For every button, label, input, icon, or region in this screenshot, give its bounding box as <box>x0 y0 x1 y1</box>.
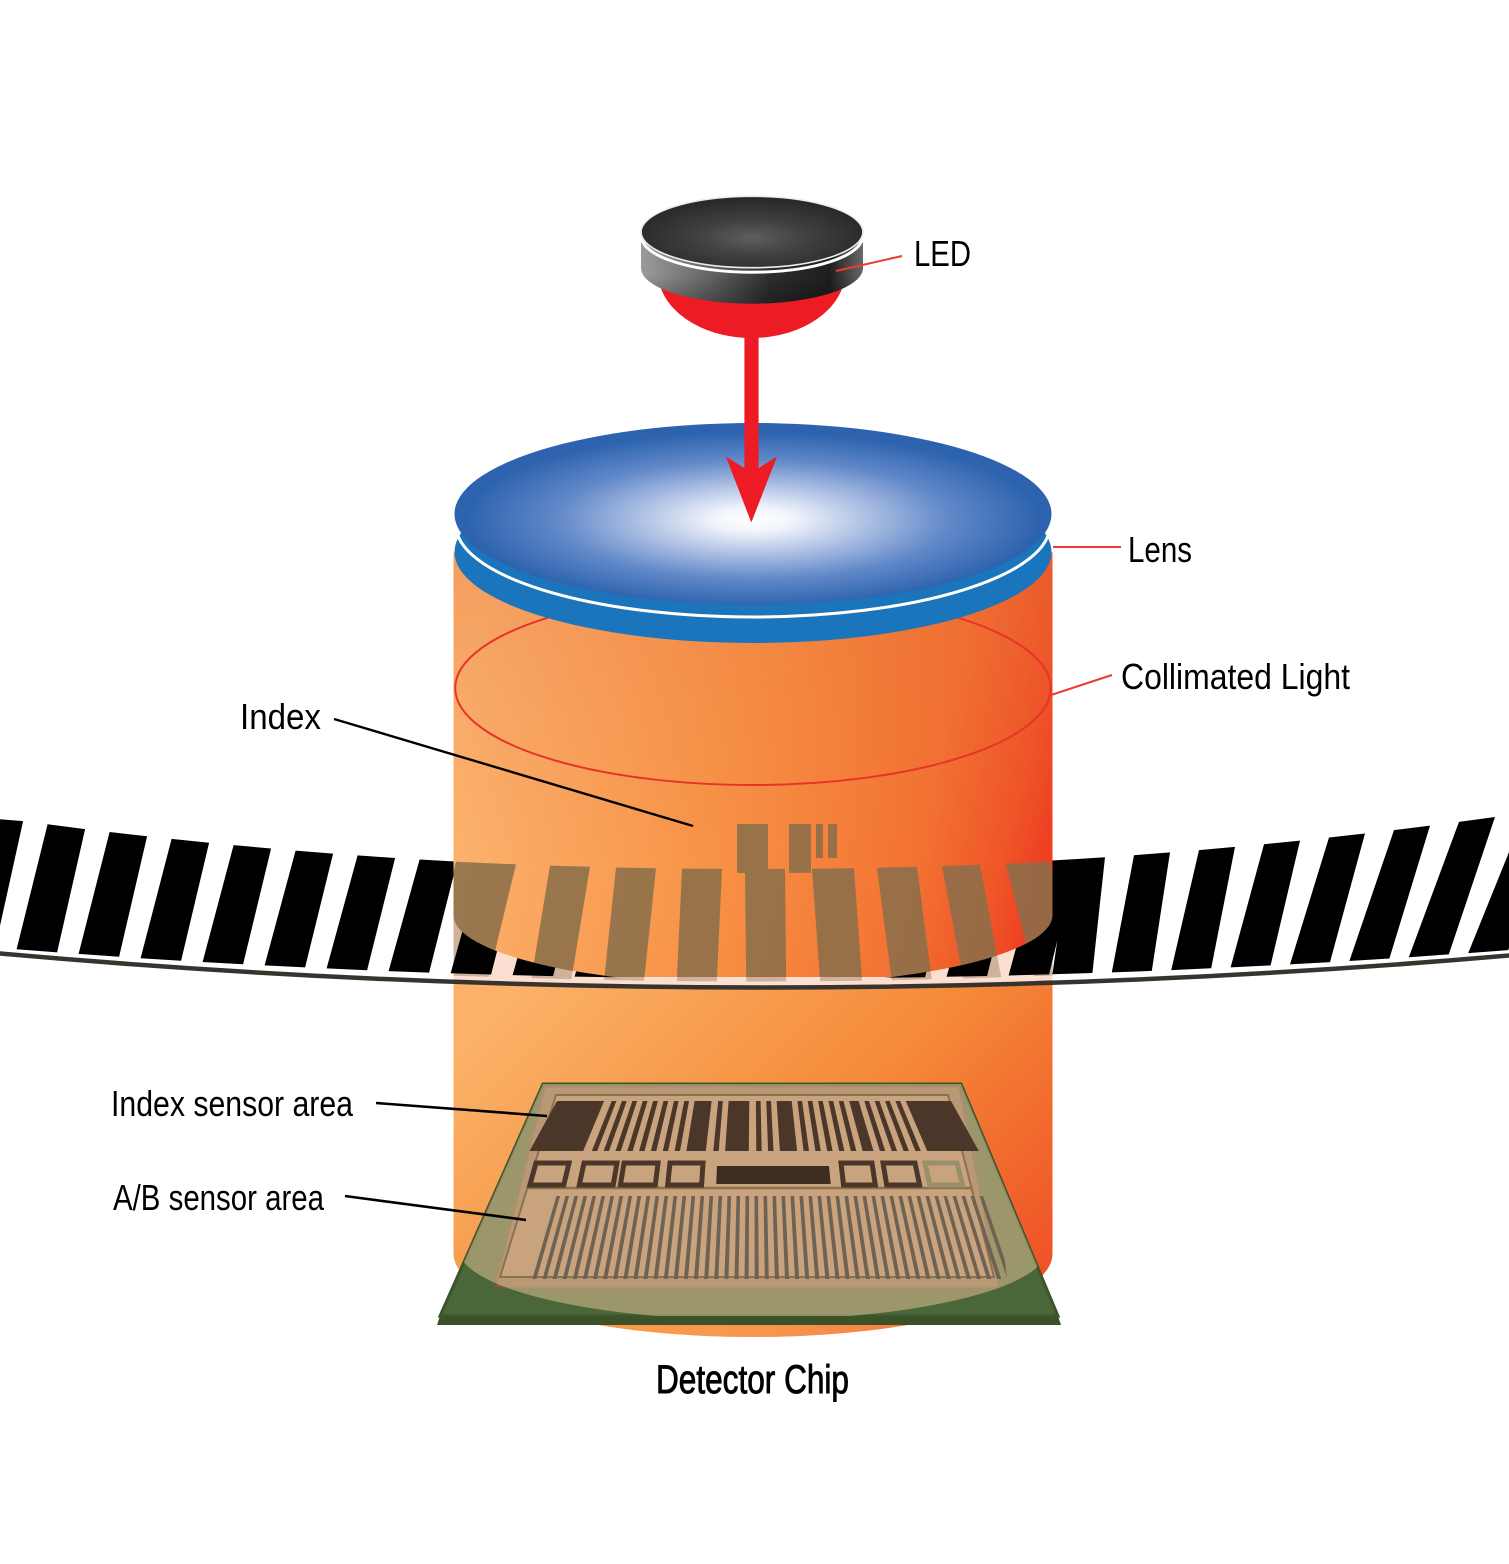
svg-text:LED: LED <box>914 233 971 274</box>
svg-text:Detector Chip: Detector Chip <box>656 1358 849 1402</box>
svg-text:Index: Index <box>240 696 321 737</box>
svg-text:Lens: Lens <box>1128 529 1192 570</box>
svg-text:Index sensor area: Index sensor area <box>111 1083 354 1124</box>
svg-text:Collimated Light: Collimated Light <box>1121 656 1350 697</box>
svg-text:A/B sensor area: A/B sensor area <box>113 1177 325 1218</box>
